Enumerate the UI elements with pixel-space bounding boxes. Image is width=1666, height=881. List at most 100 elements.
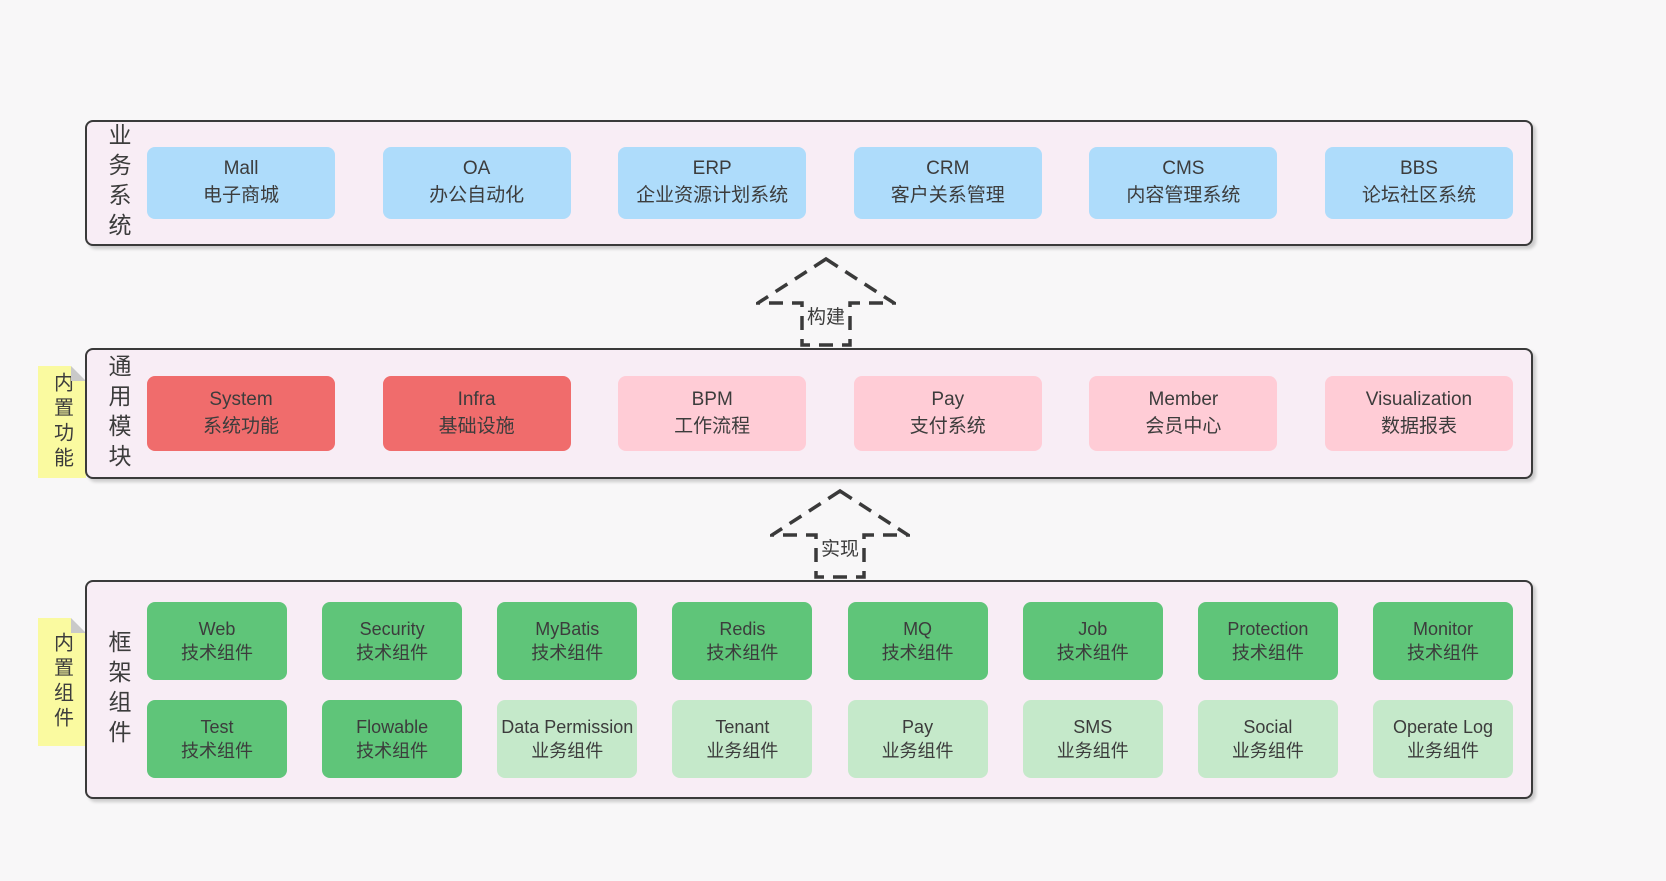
build-arrow-label: 构建 <box>756 302 896 329</box>
box-member: Member 会员中心 <box>1089 376 1278 451</box>
box-name: ERP <box>692 158 732 180</box>
box-name: MyBatis <box>535 618 600 639</box>
business-systems-row: Mall 电子商城 OA 办公自动化 ERP 企业资源计划系统 CRM 客户关系… <box>147 122 1513 244</box>
box-web: Web 技术组件 <box>147 602 287 680</box>
box-name: Security <box>359 618 425 639</box>
box-name: Web <box>198 618 236 639</box>
box-tenant: Tenant 业务组件 <box>672 700 813 778</box>
box-mq: MQ 技术组件 <box>847 602 988 680</box>
implement-arrow: 实现 <box>770 488 910 580</box>
box-name: System <box>209 388 273 410</box>
box-name: Job <box>1078 618 1108 639</box>
business-systems-section: 业务系统 Mall 电子商城 OA 办公自动化 ERP 企业资源计划系统 CRM… <box>85 120 1533 246</box>
box-name: Pay <box>931 388 965 410</box>
box-desc: 业务组件 <box>881 741 954 761</box>
box-desc: 技术组件 <box>181 741 253 761</box>
box-desc: 业务组件 <box>531 741 604 761</box>
box-name: CRM <box>926 158 970 180</box>
box-desc: 电子商城 <box>202 185 279 206</box>
box-desc: 技术组件 <box>881 643 954 663</box>
box-desc: 技术组件 <box>706 643 779 663</box>
box-security: Security 技术组件 <box>322 602 463 680</box>
box-name: BPM <box>691 388 733 410</box>
box-desc: 工作流程 <box>674 415 751 437</box>
box-test: Test 技术组件 <box>147 700 287 778</box>
box-name: Test <box>200 716 234 737</box>
box-desc: 业务组件 <box>706 741 779 761</box>
box-desc: 业务组件 <box>1056 741 1129 761</box>
box-pay: Pay 支付系统 <box>853 376 1042 451</box>
box-desc: 企业资源计划系统 <box>636 185 789 206</box>
up-arrow-icon <box>770 488 910 579</box>
implement-arrow-label: 实现 <box>770 534 910 561</box>
box-desc: 基础设施 <box>438 415 515 437</box>
box-name: Social <box>1243 716 1293 737</box>
box-social: Social 业务组件 <box>1197 700 1338 778</box>
box-monitor: Monitor 技术组件 <box>1372 602 1513 680</box>
up-arrow-icon <box>756 256 896 347</box>
box-visualization: Visualization 数据报表 <box>1324 376 1513 451</box>
box-oa: OA 办公自动化 <box>382 147 571 219</box>
box-desc: 技术组件 <box>1056 643 1129 663</box>
box-desc: 系统功能 <box>202 415 279 437</box>
box-name: CMS <box>1162 158 1205 180</box>
box-desc: 技术组件 <box>356 643 429 663</box>
box-desc: 办公自动化 <box>429 185 525 206</box>
builtin-functions-sticky: 内置功能 <box>38 366 86 478</box>
box-desc: 技术组件 <box>1231 643 1304 663</box>
box-sms: SMS 业务组件 <box>1022 700 1163 778</box>
box-desc: 内容管理系统 <box>1126 185 1241 206</box>
box-desc: 技术组件 <box>1406 643 1479 663</box>
box-name: BBS <box>1399 158 1438 180</box>
box-mybatis: MyBatis 技术组件 <box>497 602 638 680</box>
box-cms: CMS 内容管理系统 <box>1089 147 1278 219</box>
box-name: Tenant <box>715 716 770 737</box>
box-desc: 业务组件 <box>1406 741 1479 761</box>
common-modules-label: 通用模块 <box>105 353 131 474</box>
box-name: Member <box>1148 388 1219 410</box>
sticky-label: 内置功能 <box>50 372 73 472</box>
builtin-components-sticky: 内置组件 <box>38 618 86 746</box>
framework-components-label: 框架组件 <box>105 629 131 750</box>
box-flowable: Flowable 技术组件 <box>322 700 463 778</box>
box-data-permission: Data Permission 业务组件 <box>497 700 638 778</box>
box-desc: 支付系统 <box>909 415 986 437</box>
framework-row-1: Web 技术组件 Security 技术组件 MyBatis 技术组件 Redi… <box>147 602 1513 680</box>
box-name: SMS <box>1073 716 1113 737</box>
box-name: MQ <box>903 618 933 639</box>
box-name: Infra <box>457 388 496 410</box>
box-operate-log: Operate Log 业务组件 <box>1372 700 1513 778</box>
box-name: Monitor <box>1412 618 1473 639</box>
box-name: OA <box>462 158 491 180</box>
box-name: Operate Log <box>1392 716 1494 737</box>
common-modules-section: 通用模块 System 系统功能 Infra 基础设施 BPM 工作流程 Pay… <box>85 348 1533 479</box>
box-bbs: BBS 论坛社区系统 <box>1324 147 1513 219</box>
box-crm: CRM 客户关系管理 <box>853 147 1042 219</box>
box-desc: 技术组件 <box>181 643 253 663</box>
box-mall: Mall 电子商城 <box>147 147 335 219</box>
framework-row-2: Test 技术组件 Flowable 技术组件 Data Permission … <box>147 700 1513 778</box>
box-name: Protection <box>1227 618 1309 639</box>
box-name: Pay <box>902 716 934 737</box>
framework-components-section: 框架组件 Web 技术组件 Security 技术组件 MyBatis 技术组件… <box>85 580 1533 799</box>
box-name: Data Permission <box>501 716 634 737</box>
box-bpm: BPM 工作流程 <box>618 376 807 451</box>
box-infra: Infra 基础设施 <box>382 376 571 451</box>
business-systems-label: 业务系统 <box>105 123 131 243</box>
box-pay-biz: Pay 业务组件 <box>847 700 988 778</box>
sticky-label: 内置组件 <box>50 632 73 732</box>
box-redis: Redis 技术组件 <box>672 602 813 680</box>
box-desc: 会员中心 <box>1145 415 1222 437</box>
box-name: Flowable <box>356 716 429 737</box>
box-erp: ERP 企业资源计划系统 <box>618 147 807 219</box>
box-job: Job 技术组件 <box>1022 602 1163 680</box>
box-name: Mall <box>223 158 259 180</box>
box-desc: 数据报表 <box>1380 415 1457 437</box>
box-desc: 技术组件 <box>531 643 604 663</box>
box-desc: 论坛社区系统 <box>1361 185 1476 206</box>
box-system: System 系统功能 <box>147 376 335 451</box>
common-modules-row: System 系统功能 Infra 基础设施 BPM 工作流程 Pay 支付系统… <box>147 350 1513 477</box>
box-desc: 业务组件 <box>1231 741 1304 761</box>
box-protection: Protection 技术组件 <box>1197 602 1338 680</box>
box-name: Redis <box>719 618 766 639</box>
